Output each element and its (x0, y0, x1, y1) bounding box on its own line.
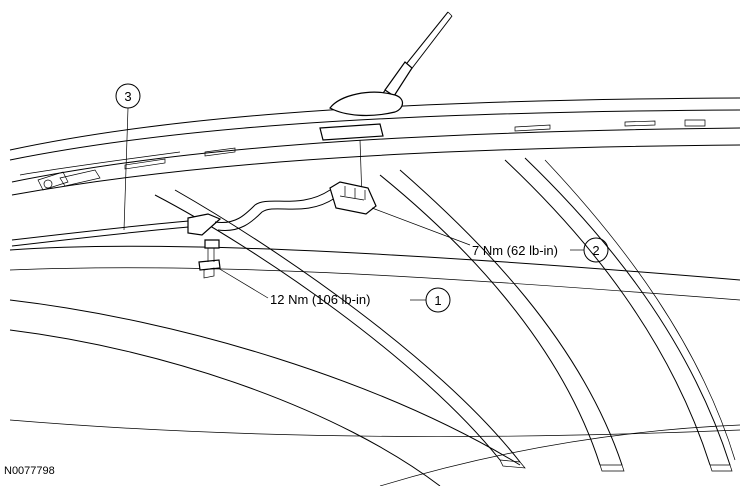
retaining-bolt (198, 239, 221, 279)
figure-id: N0077798 (4, 465, 55, 477)
callout-2-circle (583, 237, 609, 263)
callout-3-circle (115, 83, 141, 109)
leader-lines (123, 107, 584, 301)
callout-3-number: 3 (124, 89, 131, 104)
antenna-connector (329, 181, 377, 215)
antenna-mast (319, 11, 453, 201)
callout-1-circle (425, 287, 451, 313)
callout-1-label: 12 Nm (106 lb-in) (270, 292, 370, 307)
headliner-curves (9, 245, 741, 486)
antenna-cable (11, 189, 336, 247)
callout-2: 7 Nm (62 lb-in) 2 (472, 237, 609, 263)
callout-1: 12 Nm (106 lb-in) 1 (270, 287, 451, 313)
roof-panel (9, 97, 741, 196)
callout-3: 3 (115, 83, 141, 109)
callout-2-number: 2 (592, 243, 599, 258)
callout-2-label: 7 Nm (62 lb-in) (472, 243, 558, 258)
callout-1-number: 1 (434, 293, 441, 308)
